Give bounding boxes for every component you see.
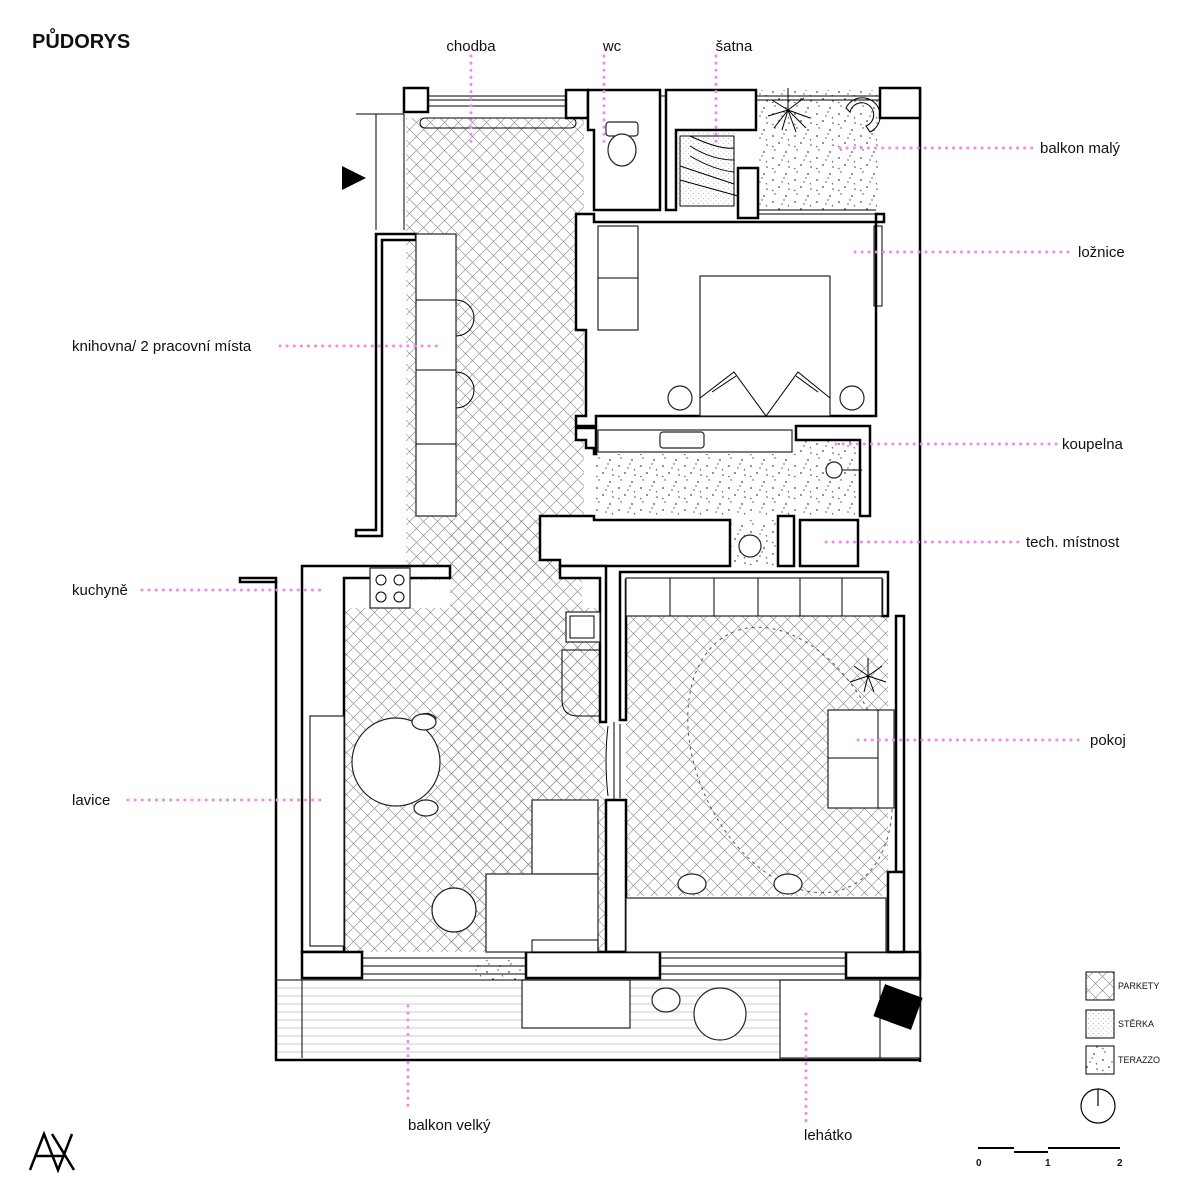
legend-parkety: PARKETY [1118,981,1159,991]
label-tech-mistnost: tech. místnost [1026,534,1120,551]
legend-swatch-parkety [1085,971,1115,1001]
plant-icon [849,658,887,693]
label-koupelna: koupelna [1062,436,1124,453]
studio-logo-icon [28,1130,76,1174]
scale-tick-0: 0 [976,1158,982,1169]
scale-tick-1: 1 [1045,1158,1051,1169]
lounger-cushion [873,984,923,1030]
label-satna: šatna [716,38,753,55]
material-legend: PARKETY STĚRKA TERAZZO [1085,971,1160,1075]
legend-swatch-terazzo [1085,1045,1115,1075]
furniture [276,88,923,1059]
label-balkon-velky: balkon velký [408,1117,491,1134]
plan-title: PŮDORYS [32,27,130,53]
legend-terazzo: TERAZZO [1118,1055,1160,1065]
leader-lines [126,54,1086,1126]
entrance-arrow-icon [342,166,366,190]
label-pokoj: pokoj [1090,732,1126,749]
scale-bar: 0 1 2 [976,1147,1123,1169]
north-arrow-icon [1080,1088,1116,1124]
label-lehatko: lehátko [804,1127,852,1144]
legend-swatch-sterka [1085,1009,1115,1039]
label-wc: wc [602,38,622,55]
scale-tick-2: 2 [1117,1158,1123,1169]
label-balkon-maly: balkon malý [1040,140,1121,157]
plant-icon [767,88,811,133]
label-lavice: lavice [72,792,110,809]
label-loznice: ložnice [1078,244,1125,261]
label-kuchyne: kuchyně [72,582,128,599]
label-knihovna: knihovna/ 2 pracovní místa [72,338,252,355]
label-chodba: chodba [446,38,496,55]
legend-sterka: STĚRKA [1118,1019,1154,1029]
